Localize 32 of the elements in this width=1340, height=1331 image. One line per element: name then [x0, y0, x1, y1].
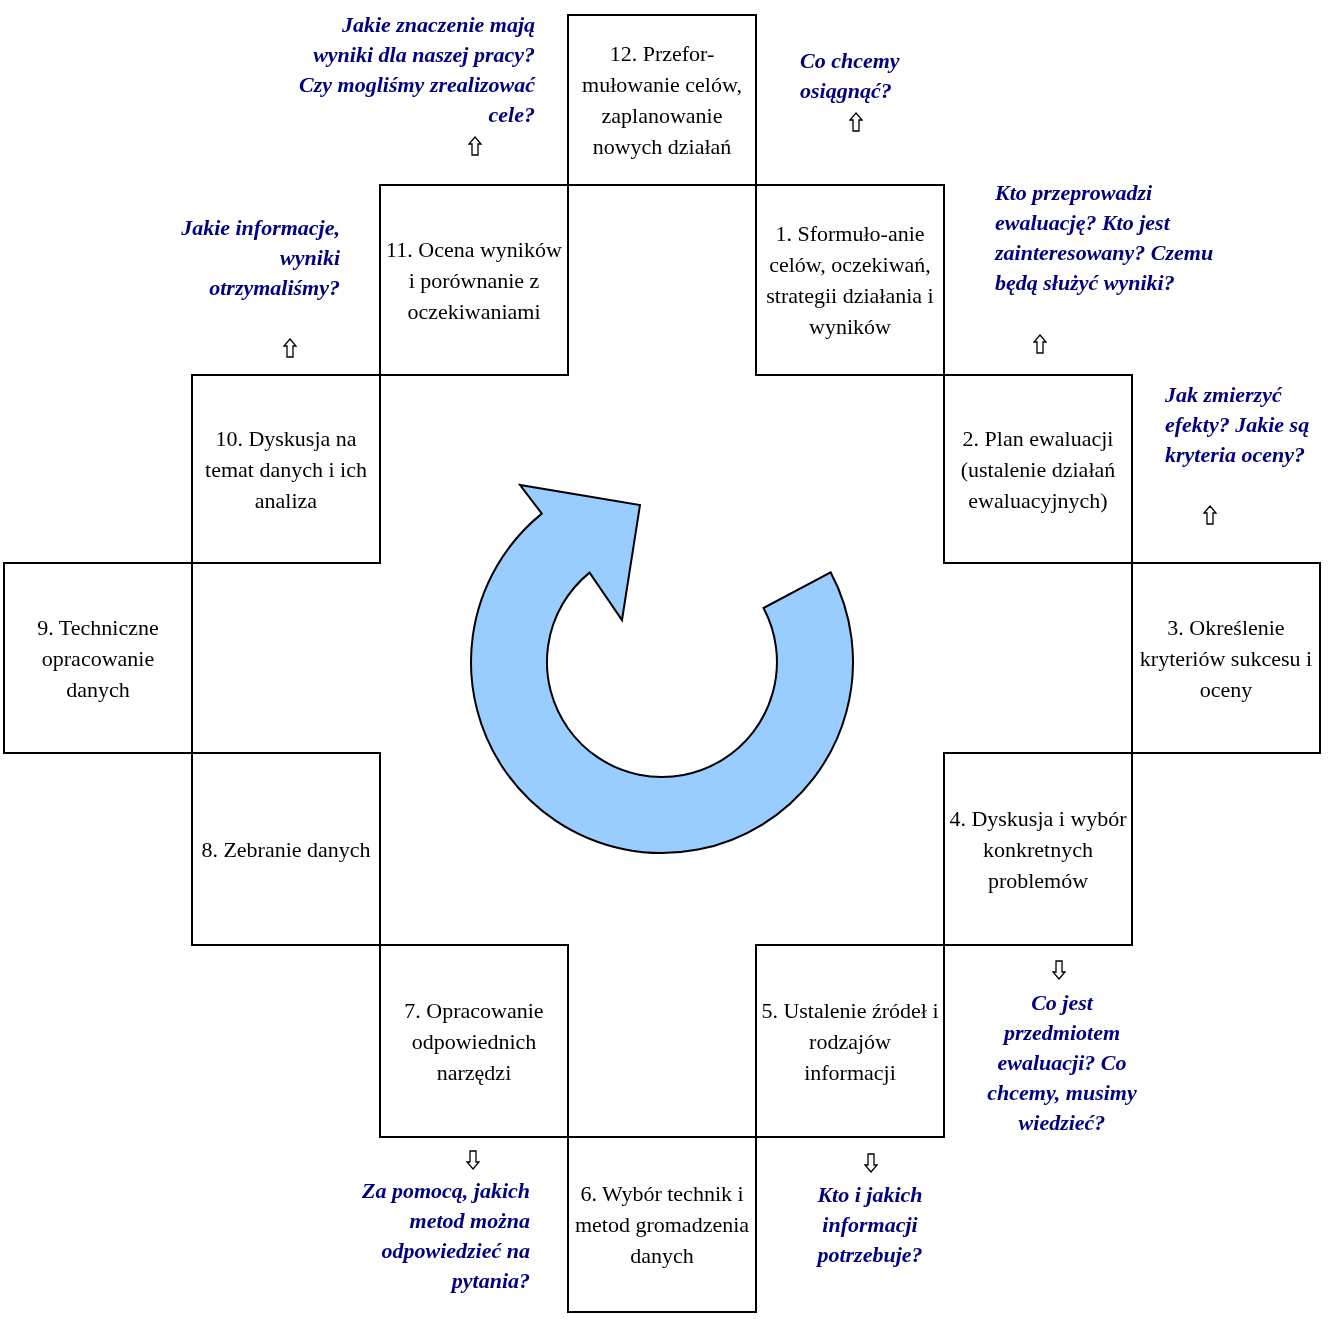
- step-text: 7. Opracowanie odpowiednich narzędzi: [403, 996, 545, 1087]
- step-box: [567, 1136, 757, 1313]
- step-text: 8. Zebranie danych: [201, 835, 371, 864]
- step-box: [3, 562, 193, 754]
- question-text: Jakie informacje, wyniki otrzymaliśmy?: [180, 214, 340, 302]
- step-box: [567, 14, 757, 186]
- step-box: [379, 944, 569, 1138]
- step-text: 12. Przefor-mułowanie celów, zaplanowanie nowych działań: [581, 40, 743, 161]
- step-text: 10. Dyskusja na temat danych i ich analiza: [204, 424, 368, 515]
- step-text: 1. Sformuło-anie celów, oczekiwań, strategii działania i wyników: [765, 220, 935, 341]
- step-box: [755, 184, 945, 376]
- question-text: Kto przeprowadzi ewaluację? Kto jest zainteresowany? Czemu będą służyć wyniki?: [995, 179, 1215, 297]
- step-text: 11. Ocena wyników i porównanie z oczekiwaniami: [385, 235, 563, 326]
- step-text: 3. Określenie kryteriów sukcesu i oceny: [1138, 613, 1314, 704]
- question-text: Co chcemy osiągnąć?: [800, 47, 901, 105]
- step-text: 9. Techniczne opracowanie danych: [36, 613, 160, 704]
- question-text: Jak zmierzyć efekty? Jakie są kryteria oceny?: [1165, 381, 1311, 469]
- step-text: 2. Plan ewaluacji (ustalenie działań ewaluacyjnych): [959, 424, 1117, 515]
- step-text: 6. Wybór technik i metod gromadzenia danych: [573, 1180, 751, 1270]
- step-box: [755, 944, 945, 1138]
- step-box: [191, 752, 381, 946]
- step-text: 5. Ustalenie źródeł i rodzajów informacji: [761, 996, 939, 1087]
- step-box: [943, 374, 1133, 564]
- step-box: [1131, 562, 1321, 754]
- step-box: [379, 184, 569, 376]
- step-text: 4. Dyskusja i wybór konkretnych problemów: [949, 804, 1127, 895]
- step-box: [191, 374, 381, 564]
- question-text: Co jest przedmiotem ewaluacji? Co chcemy, musimy wiedzieć?: [986, 989, 1138, 1137]
- question-text: Za pomocą, jakich metod można odpowiedzieć na pytania?: [360, 1177, 530, 1295]
- question-text: Kto i jakich informacji potrzebuje?: [815, 1181, 924, 1269]
- question-text: Jakie znaczenie mają wyniki dla naszej pracy? Czy mogliśmy zrealizować cele?: [298, 11, 535, 129]
- step-box: [943, 752, 1133, 946]
